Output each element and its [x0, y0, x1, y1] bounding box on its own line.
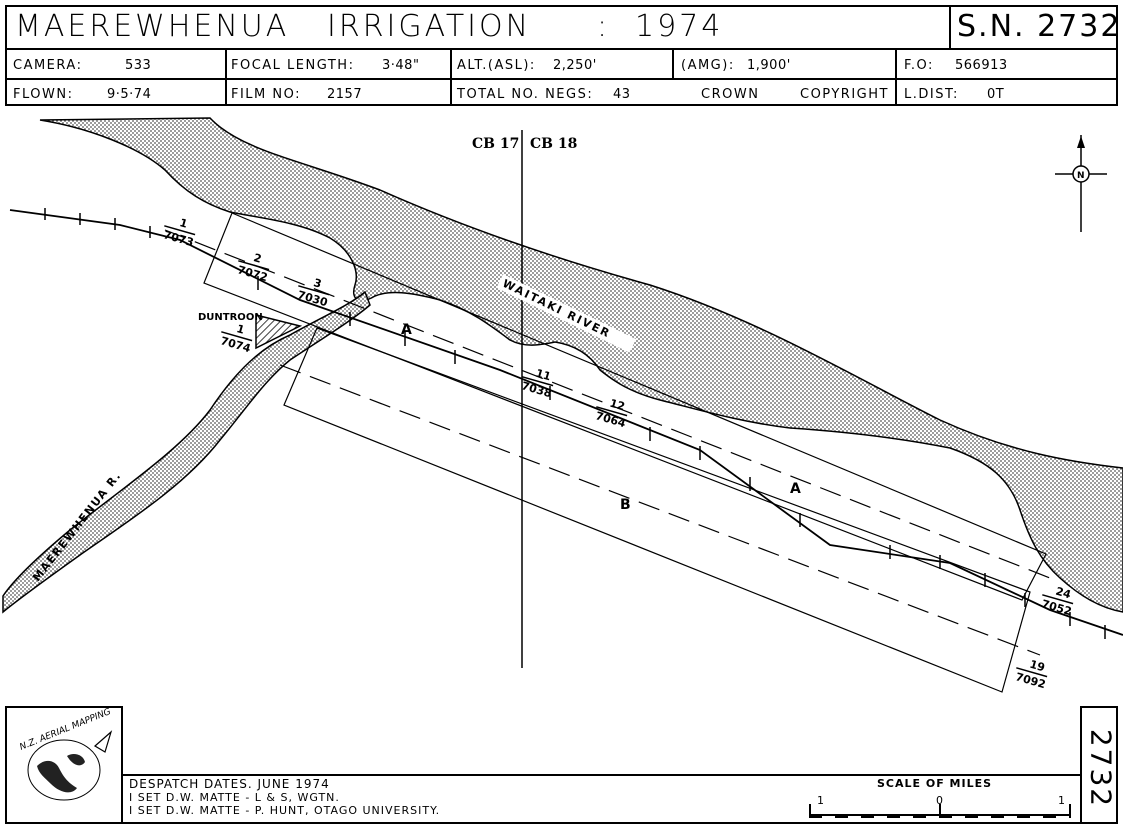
crown-label: CROWN	[701, 87, 760, 102]
svg-text:7072: 7072	[236, 263, 269, 284]
scale-tick	[1069, 804, 1071, 818]
col-divider	[949, 7, 951, 48]
nz-aerial-mapping-logo-icon: N.Z. AERIAL MAPPING	[18, 707, 112, 801]
photo-label: 2 7072	[236, 251, 270, 284]
film-label: FILM NO:	[231, 87, 302, 102]
svg-text:7073: 7073	[162, 228, 195, 249]
title-block: MAEREWHENUA IRRIGATION : 1974 S.N. 2732 …	[5, 5, 1122, 106]
footer: N.Z. AERIAL MAPPING 2732 DESPATCH DATES.…	[5, 706, 1118, 826]
map-title: MAEREWHENUA	[15, 9, 290, 44]
north-arrow-icon	[1055, 135, 1107, 232]
north-label: N	[1077, 171, 1085, 181]
serial-number: S.N. 2732	[957, 9, 1122, 44]
fo-label: F.O:	[904, 58, 934, 73]
scale-tick	[939, 804, 941, 818]
focal-label: FOCAL LENGTH:	[231, 58, 355, 73]
despatch-line-1: I SET D.W. MATTE - L & S, WGTN.	[129, 791, 340, 804]
svg-text:24: 24	[1054, 585, 1073, 602]
negs-label: TOTAL NO. NEGS:	[457, 87, 594, 102]
svg-text:1: 1	[235, 322, 246, 337]
col-divider	[225, 48, 227, 104]
svg-text:2: 2	[252, 251, 263, 266]
amg-label: (AMG):	[681, 58, 735, 73]
duntroon-area	[255, 314, 303, 350]
maerewhenua-river	[2, 290, 371, 614]
svg-text:19: 19	[1028, 658, 1046, 675]
despatch-dates: DESPATCH DATES. JUNE 1974	[129, 777, 330, 791]
svg-text:3: 3	[312, 276, 323, 291]
alt-asl-value: 2,250'	[553, 58, 597, 73]
negs-value: 43	[613, 87, 631, 102]
col-divider	[672, 48, 674, 78]
run-b-centerline	[279, 364, 1041, 656]
scale-title: SCALE OF MILES	[877, 777, 993, 790]
svg-text:11: 11	[534, 367, 552, 384]
photo-label: 11 7038	[520, 367, 554, 400]
photo-label: 1 7073	[162, 216, 196, 249]
photo-label: 3 7030	[296, 276, 329, 309]
scale-right-value: 1	[1058, 794, 1066, 807]
run-b-frame	[283, 327, 1031, 693]
photo-label: 1 7074	[219, 322, 252, 355]
flown-value: 9·5·74	[107, 87, 152, 102]
sheet-number: 2732	[1084, 728, 1118, 809]
camera-label: CAMERA:	[13, 58, 83, 73]
camera-value: 533	[125, 58, 152, 73]
col-divider	[450, 48, 452, 104]
svg-text:N.Z. AERIAL MAPPING: N.Z. AERIAL MAPPING	[18, 708, 112, 753]
map-year: 1974	[635, 9, 724, 44]
flight-plan-map: CB 17 CB 18 N A A B WAITAKI RIVER MAEREW…	[2, 117, 1123, 693]
scale-mid-value: 0	[936, 794, 944, 807]
svg-text:7074: 7074	[219, 334, 252, 355]
run-a-label-2: A	[790, 481, 801, 497]
amg-value: 1,900'	[747, 58, 791, 73]
flown-label: FLOWN:	[13, 87, 74, 102]
road-ticks	[44, 208, 1106, 639]
logo-box: N.Z. AERIAL MAPPING	[5, 706, 123, 824]
scale-left-value: 1	[817, 794, 825, 807]
run-b-label: B	[620, 497, 631, 513]
map-title-2: IRRIGATION	[327, 9, 532, 44]
sheet-number-box: 2732	[1080, 706, 1118, 824]
row-divider	[7, 48, 1116, 50]
despatch-line-2: I SET D.W. MATTE - P. HUNT, OTAGO UNIVER…	[129, 804, 441, 817]
photo-label: 19 7092	[1014, 658, 1048, 691]
row-divider	[7, 78, 1116, 80]
fo-value: 566913	[955, 58, 1008, 73]
duntroon-label: DUNTROON	[198, 312, 263, 323]
cb18-label: CB 18	[530, 136, 577, 152]
cb17-label: CB 17	[472, 136, 519, 152]
footer-rule	[123, 822, 1080, 824]
ldist-label: L.DIST:	[904, 87, 959, 102]
svg-text:1: 1	[178, 216, 189, 231]
scale-tick	[809, 804, 811, 818]
focal-value: 3·48"	[382, 58, 420, 73]
svg-text:7030: 7030	[296, 288, 329, 309]
copyright-label: COPYRIGHT	[800, 87, 889, 102]
title-colon: :	[597, 9, 611, 44]
film-value: 2157	[327, 87, 363, 102]
col-divider	[895, 48, 897, 104]
run-a-frame	[203, 212, 1047, 601]
svg-text:12: 12	[608, 397, 626, 414]
ldist-value: 0T	[987, 87, 1005, 102]
waitaki-river	[39, 117, 1123, 613]
footer-rule	[123, 774, 1080, 776]
run-a-label: A	[401, 322, 412, 338]
alt-asl-label: ALT.(ASL):	[457, 58, 536, 73]
